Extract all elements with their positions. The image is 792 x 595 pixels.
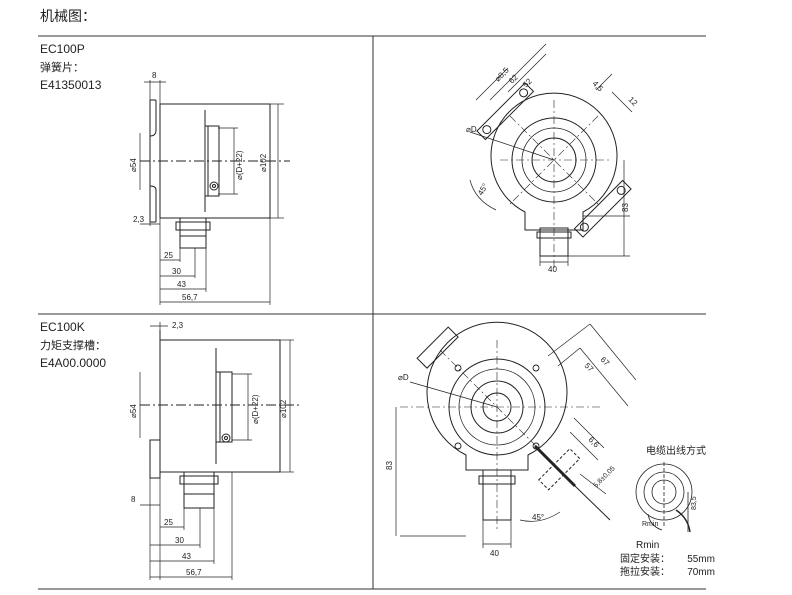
cable-exit-title: 电缆出线方式 (646, 446, 706, 457)
spring-plate-part-no: E41350013 (40, 78, 102, 92)
dim-45deg-k: 45° (532, 513, 544, 522)
dim-83-k: 83 (385, 461, 394, 470)
dim-57: 57 (583, 361, 596, 374)
dim-8: 8 (152, 71, 157, 80)
fixed-install-value: 55mm (687, 554, 715, 565)
dim-phi-d22: ⌀(D+22) (235, 150, 244, 180)
fixed-install-row: 固定安装： 55mm (620, 554, 715, 566)
dim-phi-d: ⌀D (466, 125, 477, 134)
torque-slot-part-no: E4A00.0000 (40, 356, 107, 370)
dim-phi102-k: ⌀102 (279, 399, 288, 418)
rmin-label: Rmin (636, 540, 660, 551)
model-name-ec100k: EC100K (40, 320, 85, 334)
dim-phi54: ⌀54 (129, 158, 138, 172)
dim-30: 30 (172, 267, 181, 276)
dim-2-3: 2,3 (133, 215, 145, 224)
dim-56-7-k: 56,7 (186, 568, 202, 577)
dim-phi102: ⌀102 (259, 153, 268, 172)
drag-install-label: 拖拉安装： (620, 567, 670, 578)
dim-25-k: 25 (164, 518, 173, 527)
dim-8-k: 8 (131, 495, 136, 504)
dim-5-8-tol: 5,8±0,05 (592, 465, 616, 489)
drag-install-value: 70mm (687, 567, 715, 578)
dim-30-k: 30 (175, 536, 184, 545)
dim-phi-d22-k: ⌀(D+22) (251, 394, 260, 424)
dim-40-k: 40 (490, 549, 499, 558)
torque-slot-label: 力矩支撑槽： (40, 339, 106, 352)
page-title: 机械图： (40, 9, 96, 25)
dim-67: 67 (599, 355, 612, 368)
dim-phi-d-k: ⌀D (398, 373, 409, 382)
dim-43: 43 (177, 280, 186, 289)
dim-25: 25 (164, 251, 173, 260)
spring-plate-label: 弹簧片： (40, 61, 84, 74)
dim-6-6: 6,6 (587, 435, 602, 450)
dim-2-3-k: 2,3 (172, 321, 184, 330)
drag-install-row: 拖拉安装： 70mm (620, 567, 715, 579)
dim-83: 83 (621, 203, 630, 212)
dim-phi54-k: ⌀54 (129, 404, 138, 418)
dim-83-5: 83,5 (691, 496, 698, 510)
dim-43-k: 43 (182, 552, 191, 561)
model-name-ec100p: EC100P (40, 42, 85, 56)
cable-exit-sketch: 83,5 Rmin (635, 462, 698, 533)
dim-56-7: 56,7 (182, 293, 198, 302)
fixed-install-label: 固定安装： (620, 554, 670, 565)
cable-rmin-tag: Rmin (642, 521, 658, 528)
dim-40: 40 (548, 265, 557, 274)
